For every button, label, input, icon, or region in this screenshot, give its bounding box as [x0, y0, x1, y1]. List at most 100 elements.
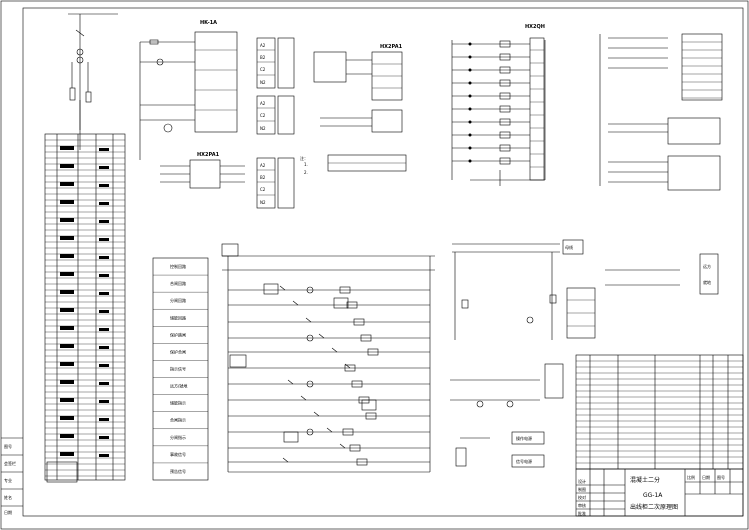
relay-coil	[499, 40, 511, 48]
component-mark	[60, 416, 74, 420]
title-drawing-name: 出线柜二次原理图	[630, 503, 678, 511]
contact	[279, 285, 286, 291]
relay-node	[468, 81, 472, 85]
note-1: 1.	[304, 162, 308, 167]
component-mark	[99, 364, 109, 367]
lamp	[306, 286, 314, 294]
relay-node	[468, 133, 472, 137]
component-mark	[60, 182, 74, 186]
component-mark	[99, 184, 109, 187]
note-2: 2.	[304, 170, 308, 175]
relay-node	[468, 42, 472, 46]
far-right-tables	[599, 33, 723, 191]
box-remote: 远方	[703, 263, 711, 269]
terminal-block-c: A2 B2 C2 N2	[256, 157, 295, 209]
terminal-a-3: N2	[260, 80, 266, 85]
coil	[365, 412, 377, 420]
margin-label-1: 会签栏	[4, 460, 16, 466]
component-mark	[99, 292, 109, 295]
contact	[326, 427, 333, 433]
left-margin-strip: 图号 会签栏 专业 姓名 日期	[1, 437, 23, 515]
drawing-border	[22, 7, 744, 517]
title-label-4: 批准	[578, 510, 586, 516]
component-mark	[99, 220, 109, 223]
relay-node	[468, 107, 472, 111]
control-label-0: 控制回路	[170, 263, 186, 269]
component-mark	[60, 254, 74, 258]
title-label-2: 校对	[578, 494, 586, 500]
control-label-column: 控制回路合闸回路分闸回路储能回路保护跳闸保护合闸指示信号远方/就地储能指示合闸指…	[152, 257, 209, 481]
module-right: HX2QH	[451, 24, 546, 186]
component-mark	[60, 434, 74, 438]
margin-label-0: 图号	[4, 443, 12, 449]
component-mark	[99, 436, 109, 439]
control-label-11: 事故信号	[170, 451, 186, 457]
contact	[339, 443, 346, 449]
coil	[342, 428, 354, 436]
coil	[360, 334, 372, 342]
relay-node	[468, 146, 472, 150]
coil	[353, 318, 365, 326]
relay-coil	[499, 157, 511, 165]
terminal-a-0: A2	[260, 43, 266, 48]
module-middle-label: HX2PA1	[380, 44, 403, 50]
component-mark	[60, 344, 74, 348]
terminal-block-b: A2 C2 N2	[256, 95, 295, 135]
bom-table	[575, 354, 744, 470]
component-mark	[99, 346, 109, 349]
note-header: 注：	[300, 155, 308, 161]
control-label-2: 分闸回路	[170, 297, 186, 303]
diode-bridge	[361, 399, 377, 411]
contact	[305, 317, 312, 323]
title-label-6: 日期	[702, 474, 710, 480]
component-mark	[60, 146, 74, 150]
relay-node	[468, 120, 472, 124]
component-mark	[99, 382, 109, 385]
title-label-1: 制图	[578, 486, 586, 492]
title-drawing-no: GG-1A	[643, 492, 663, 499]
coil	[346, 301, 358, 309]
contact	[344, 363, 351, 369]
box-local: 就地	[703, 279, 711, 285]
coil	[351, 380, 363, 388]
relay-coil	[499, 92, 511, 100]
diode-bridge	[283, 431, 299, 443]
component-mark	[99, 454, 109, 457]
terminal-b-2: N2	[260, 126, 266, 131]
control-circuit	[221, 243, 435, 473]
relay-coil	[499, 53, 511, 61]
component-mark	[99, 202, 109, 205]
module-left-mid: HX2PA1	[160, 152, 245, 189]
terminal-b-0: A2	[260, 101, 266, 106]
title-label-5: 比例	[687, 474, 695, 480]
control-label-3: 储能回路	[170, 314, 186, 320]
contact	[313, 411, 320, 417]
margin-label-2: 专业	[4, 477, 12, 483]
lamp	[306, 334, 314, 342]
component-mark	[60, 326, 74, 330]
contact	[331, 347, 338, 353]
coil	[349, 444, 361, 452]
component-mark	[60, 200, 74, 204]
coil	[344, 364, 356, 372]
component-mark	[99, 148, 109, 151]
relay-coil	[499, 79, 511, 87]
relay-node	[468, 94, 472, 98]
component-mark	[60, 236, 74, 240]
contact	[282, 457, 289, 463]
margin-label-3: 姓名	[4, 494, 12, 500]
terminal-a-1: B2	[260, 55, 266, 60]
component-mark	[99, 418, 109, 421]
lamp	[306, 380, 314, 388]
coil	[367, 348, 379, 356]
component-mark	[60, 290, 74, 294]
relay-coil	[499, 144, 511, 152]
relay-node	[468, 159, 472, 163]
component-mark	[60, 380, 74, 384]
relay-coil	[499, 66, 511, 74]
component-mark	[60, 218, 74, 222]
terminal-c-1: B2	[260, 175, 266, 180]
terminal-c-3: N2	[260, 200, 266, 205]
component-mark	[60, 398, 74, 402]
